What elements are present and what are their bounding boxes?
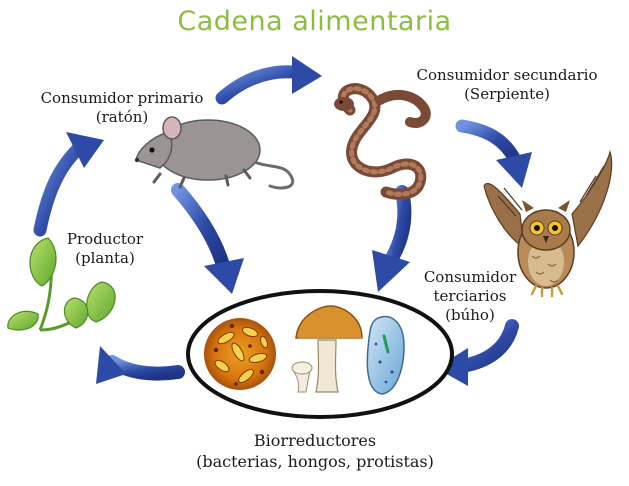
label-tertiary-consumer-line1: Consumidor xyxy=(423,268,517,286)
plant-icon xyxy=(7,237,116,332)
label-secondary-consumer-line2: (Serpiente) xyxy=(464,85,550,103)
label-tertiary-consumer-line3: (búho) xyxy=(445,306,495,324)
label-decomposers: Biorreductores (bacterias, hongos, proti… xyxy=(140,430,490,472)
label-primary-consumer-line2: (ratón) xyxy=(95,108,149,126)
label-tertiary-consumer: Consumidor terciarios (búho) xyxy=(408,268,532,325)
label-tertiary-consumer-line2: terciarios xyxy=(433,287,507,305)
arrow-primary-to-decomposers xyxy=(171,183,244,294)
mouse-icon xyxy=(134,116,295,190)
label-primary-consumer-line1: Consumidor primario xyxy=(40,89,204,107)
arrow-primary-to-secondary xyxy=(215,56,322,105)
arrow-tertiary-to-decomposers xyxy=(436,319,519,386)
bacteria-icon xyxy=(204,318,276,390)
arrow-secondary-to-tertiary xyxy=(455,119,532,188)
protist-icon xyxy=(366,315,405,395)
label-producer-line2: (planta) xyxy=(75,249,135,267)
snake-icon xyxy=(334,83,431,200)
label-producer: Productor (planta) xyxy=(50,230,160,268)
arrow-decomposers-to-producer xyxy=(96,346,185,384)
label-primary-consumer: Consumidor primario (ratón) xyxy=(24,89,220,127)
arrow-secondary-to-decomposers xyxy=(372,185,412,292)
diagram-title: Cadena alimentaria xyxy=(177,6,452,37)
mushroom-icon xyxy=(291,305,363,393)
owl-icon xyxy=(483,149,613,298)
label-producer-line1: Productor xyxy=(66,230,144,248)
label-secondary-consumer: Consumidor secundario (Serpiente) xyxy=(386,66,628,104)
label-decomposers-line2: (bacterias, hongos, protistas) xyxy=(196,452,434,471)
label-decomposers-line1: Biorreductores xyxy=(253,431,377,450)
label-secondary-consumer-line1: Consumidor secundario xyxy=(416,66,598,84)
arrow-producer-to-primary xyxy=(33,132,104,237)
